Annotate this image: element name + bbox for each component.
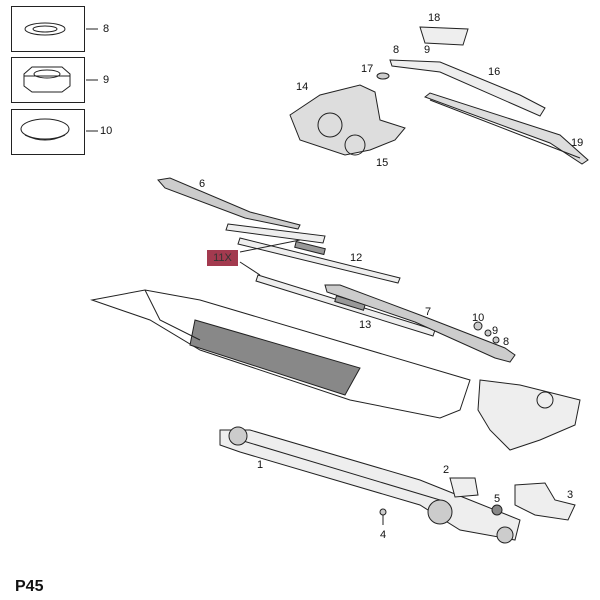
callout-15: 15 [376, 157, 389, 169]
callout-16: 16 [488, 66, 501, 78]
wiper-arm-right [324, 284, 516, 363]
wiper-arm-left [157, 177, 301, 230]
callout-6: 6 [199, 178, 206, 190]
bracket-panel [477, 379, 581, 451]
wiper-linkage [219, 426, 521, 544]
callout-17: 17 [361, 63, 374, 75]
rear-wiper-blade [423, 92, 589, 165]
callout-18: 18 [428, 12, 441, 24]
inset-box-nut [11, 57, 85, 103]
callout-1: 1 [257, 459, 264, 471]
callout-5: 5 [494, 493, 501, 505]
callout-10: 10 [472, 312, 485, 324]
inset-label-8: 8 [103, 23, 110, 35]
diagram-code: P45 [15, 578, 44, 595]
wiper-blade-12 [237, 237, 401, 284]
rear-wiper-arm [389, 59, 546, 117]
rear-wiper-motor [289, 84, 406, 156]
callout-9b: 9 [492, 325, 499, 337]
inset-box-washer [11, 6, 85, 52]
inset-label-9: 9 [103, 74, 110, 86]
callout-7: 7 [425, 306, 432, 318]
callout-8: 8 [393, 44, 400, 56]
callout-4: 4 [380, 529, 387, 541]
callout-2: 2 [443, 464, 450, 476]
highlight-label-11x[interactable]: 11X [207, 250, 238, 266]
cowl-panel [90, 289, 471, 419]
callout-13: 13 [359, 319, 372, 331]
callout-19: 19 [571, 137, 584, 149]
callout-12: 12 [350, 252, 363, 264]
callout-8b: 8 [503, 336, 510, 348]
callout-3: 3 [567, 489, 574, 501]
callout-9: 9 [424, 44, 431, 56]
inset-label-10: 10 [100, 125, 113, 137]
wiper-blade-13 [255, 274, 436, 337]
rear-wiper-cover [419, 26, 469, 46]
callout-14: 14 [296, 81, 309, 93]
inset-box-cap [11, 109, 85, 155]
inset-overlay [20, 22, 71, 141]
